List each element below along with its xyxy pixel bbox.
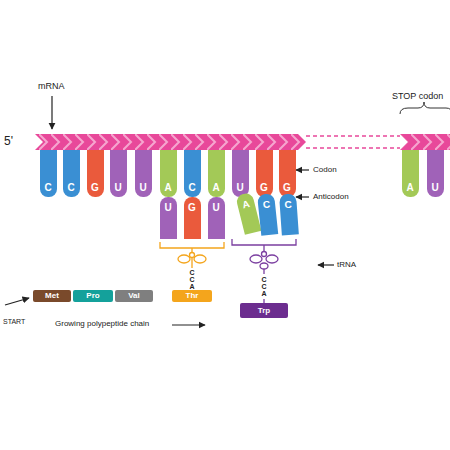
direction-arrow [172,324,205,325]
acceptor-stem [191,258,192,268]
trna-loop [178,255,190,263]
codon-base: U [427,150,444,197]
trna-label: tRNA [337,261,356,269]
base-letter: C [284,200,292,210]
codon-base: G [256,150,273,197]
start-label: START [3,318,25,325]
anticodon-bracket [232,239,296,251]
codon-label: Codon [313,166,337,174]
anticodon-base: U [160,197,177,239]
codon-base: A [208,150,225,197]
amino-acid-name: Val [128,292,140,300]
base-letter: A [212,183,219,193]
codon-base: A [160,150,177,197]
base-letter: U [164,203,171,213]
codon-base: G [87,150,104,197]
cca-letter: A [261,290,266,297]
acceptor-stem [263,269,264,274]
cca-letter: C [261,283,266,290]
base-letter: C [67,183,74,193]
anticodon-bracket [160,242,224,253]
start-arrow [5,298,29,305]
cca-letter: A [189,283,194,290]
stop-codon-brace [400,102,450,114]
base-letter: C [262,200,270,211]
codon-base: U [110,150,127,197]
mrna-dashed-gap [306,136,400,148]
trna-loop [250,255,262,263]
chain-label: Growing polypeptide chain [55,320,149,328]
cca-letter: C [261,276,266,283]
amino-acid-name: Thr [186,292,199,300]
anticodon-label: Anticodon [313,193,349,201]
base-letter: A [164,183,171,193]
trna-arrow [318,264,334,265]
mrna-arrow [51,96,52,129]
trna-thr [160,242,224,268]
mrna-strand [35,134,306,150]
mrna-chevrons [35,134,306,150]
base-letter: A [406,183,413,193]
anticodon-base: C [257,193,278,236]
cca-letter: C [189,269,194,276]
base-letter: U [212,203,219,213]
trna-loop [194,255,206,263]
codon-base: U [135,150,152,197]
amino-acid-box: Pro [73,290,113,302]
codon-base: C [184,150,201,197]
trna-loop [266,255,278,263]
anticodon-arrow [296,196,309,197]
anticodon-base: C [279,193,299,235]
trna-loop [262,252,267,257]
amino-acid-box: Thr [172,290,212,302]
anticodon-base: G [184,197,201,239]
amino-acid-name: Trp [258,307,270,315]
base-letter: U [431,183,438,193]
amino-acid-box: Trp [240,303,288,318]
stop-codon-label: STOP codon [392,92,443,101]
base-letter: G [188,203,196,213]
mrna-strand-end [400,134,450,150]
codon-base: G [279,150,296,197]
cca-letter: C [189,276,194,283]
codon-base: U [232,150,249,197]
base-letter: U [139,183,146,193]
codon-base: C [63,150,80,197]
base-letter: A [241,199,250,210]
codon-base: C [40,150,57,197]
amino-acid-name: Met [45,292,59,300]
strand-end-label: 5' [4,135,13,147]
mrna-label: mRNA [38,82,65,91]
trna-loop [190,253,195,258]
base-letter: U [114,183,121,193]
anticodon-base: A [235,192,261,235]
base-letter: G [91,183,99,193]
anticodon-base: U [208,197,225,239]
amino-acid-box: Val [115,290,153,302]
mrna-chevrons-end [400,134,450,150]
codon-base: A [402,150,419,197]
codon-arrow [296,169,309,170]
base-letter: U [236,183,243,193]
base-letter: C [44,183,51,193]
base-letter: G [260,183,268,193]
trna-trp [232,239,296,274]
base-letter: C [188,183,195,193]
base-letter: G [283,183,291,193]
amino-acid-box: Met [33,290,71,302]
amino-acid-name: Pro [86,292,99,300]
trna-loop [260,263,268,269]
